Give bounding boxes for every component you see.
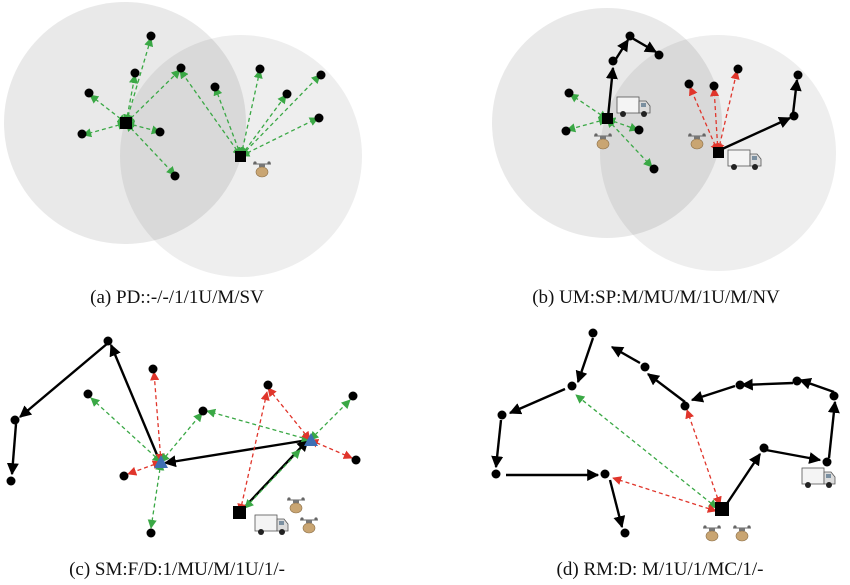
caption-d: (d) RM:D: M/1U/1/MC/1/- [557,559,764,580]
caption-b: (b) UM:SP:M/MU/M/1U/M/NV [532,287,780,308]
drone-routes [90,371,353,529]
drone-routes [566,70,740,168]
panel-b: (b) UM:SP:M/MU/M/1U/M/NV [492,8,836,308]
square-depot-icon [602,113,613,124]
truck-route [6,342,309,513]
drone-icon [702,524,722,542]
caption-a: (a) PD::-/-/1/1U/M/SV [90,287,264,308]
square-depot-icon [713,147,724,158]
caption-c: (c) SM:F/D:1/MU/M/1U/1/- [69,559,285,580]
panel-c: (c) SM:F/D:1/MU/M/1U/1/- [6,336,361,580]
square-depot-icon [233,506,246,519]
truck-icon [254,514,289,536]
customer-nodes [6,336,361,538]
truck-route [491,337,840,529]
panel-a: (a) PD::-/-/1/1U/M/SV [4,2,362,308]
triangle-station-icon [154,455,168,468]
customer-nodes [561,31,803,174]
square-depot-icon [235,151,246,162]
panel-d: (d) RM:D: M/1U/1/MC/1/- [491,328,840,580]
truck-icon [801,467,836,489]
square-depot-icon [715,502,729,516]
drone-icon [286,496,306,514]
drone-routes [575,394,722,513]
customer-nodes [491,328,839,538]
drone-icon [732,524,752,542]
triangle-station-icon [304,433,318,446]
drone-icon [299,516,319,534]
square-depot-icon [120,117,132,129]
customer-nodes [77,31,326,181]
